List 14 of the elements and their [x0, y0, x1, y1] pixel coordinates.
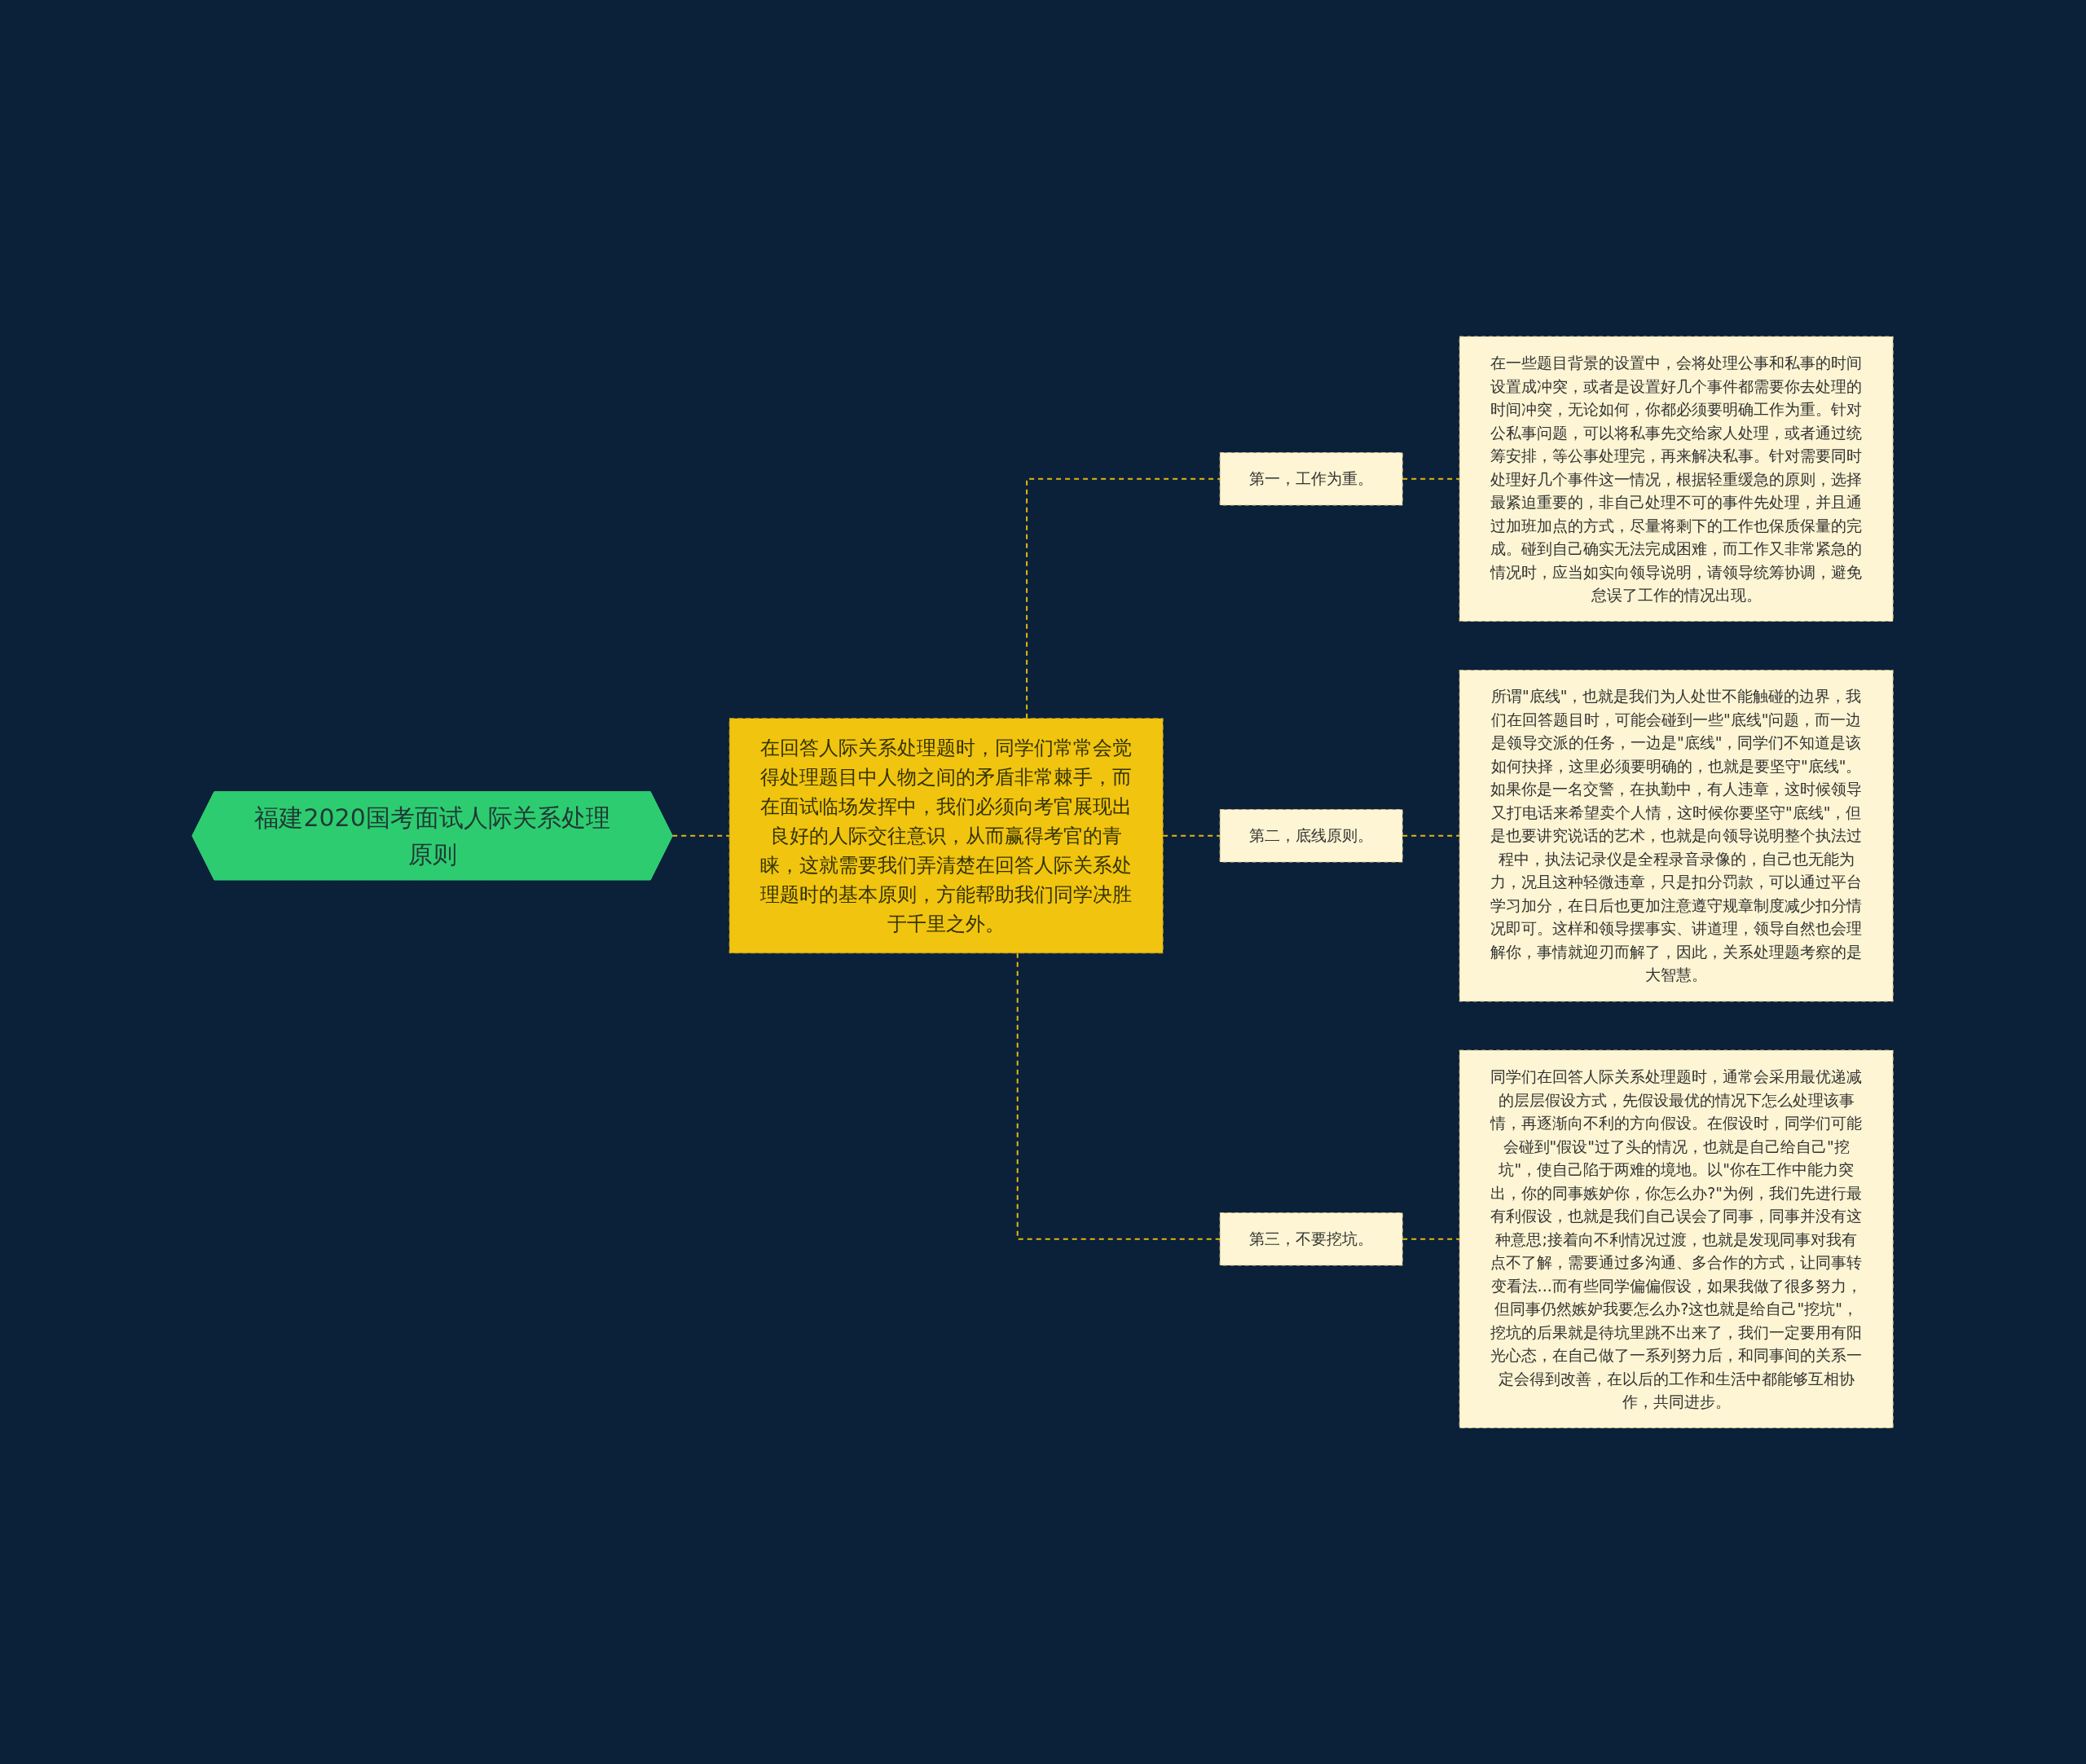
connector	[1017, 952, 1221, 1240]
connector	[1162, 834, 1221, 837]
node-box: 所谓"底线"，也就是我们为人处世不能触碰的边界，我们在回答题目时，可能会碰到一些"底线"问题，而一边是领导交派的任务，一边是"底线"，同学们不知道是该如何抉择，这里必须要明确的，也就是要坚守"底线"。如果你是一名交警，在执勤中，有人违章，这时候领导又打电话来希望卖个人情，这时候你要坚守"底线"，但是也要讲究说话的艺术，也就是向领导说明整个执法过程中，执法记录仪是全程录音录像的，自己也无能为力，况且这种轻微违章，只是扣分罚款，可以通过平台学习加分，在日后也更加注意遵守规章制度减少扣分情况即可。这样和领导摆事实、讲道理，领导自然也会理解你，事情就迎刃而解了，因此，关系处理题考察的是大智慧。	[1459, 669, 1895, 1002]
node-box: 第二，底线原则。	[1220, 808, 1404, 863]
connector	[1402, 1238, 1461, 1240]
node-box: 在一些题目背景的设置中，会将处理公事和私事的时间设置成冲突，或者是设置好几个事件都需要你去处理的时间冲突，无论如何，你都必须要明确工作为重。针对公私事问题，可以将私事先交给家人处理，或者通过统筹安排，等公事处理完，再来解决私事。针对需要同时处理好几个事件这一情况，根据轻重缓急的原则，选择最紧迫重要的，非自己处理不可的事件先处理，并且通过加班加点的方式，尽量将剩下的工作也保质保量的完成。碰到自己确实无法完成困难，而工作又非常紧急的情况时，应当如实向领导说明，请领导统筹协调，避免怠误了工作的情况出现。	[1459, 336, 1895, 622]
node-box: 在回答人际关系处理题时，同学们常常会觉得处理题目中人物之间的矛盾非常棘手，而在面试临场发挥中，我们必须向考官展现出良好的人际交往意识，从而赢得考官的青睐，这就需要我们弄清楚在回答人际关系处理题时的基本原则，方能帮助我们同学决胜于千里之外。	[729, 718, 1164, 953]
connector	[1402, 477, 1461, 480]
connector	[1026, 477, 1221, 719]
connector	[1402, 834, 1461, 837]
node-box: 同学们在回答人际关系处理题时，通常会采用最优递减的层层假设方式，先假设最优的情况下怎么处理该事情，再逐渐向不利的方向假设。在假设时，同学们可能会碰到"假设"过了头的情况，也就是自己给自己"挖坑"，使自己陷于两难的境地。以"你在工作中能力突出，你的同事嫉妒你，你怎么办?"为例，我们先进行最有利假设，也就是我们自己误会了同事，同事并没有这种意思;接着向不利情况过渡，也就是发现同事对我有点不了解，需要通过多沟通、多合作的方式，让同事转变看法...而有些同学偏偏假设，如果我做了很多努力，但同事仍然嫉妒我要怎么办?这也就是给自己"挖坑"，挖坑的后果就是待坑里跳不出来了，我们一定要用有阳光心态，在自己做了一系列努力后，和同事间的关系一定会得到改善，在以后的工作和生活中都能够互相协作，共同进步。	[1459, 1049, 1895, 1428]
connector	[672, 834, 731, 837]
node-box: 第三，不要挖坑。	[1220, 1212, 1404, 1266]
node-box: 第一，工作为重。	[1220, 451, 1404, 506]
